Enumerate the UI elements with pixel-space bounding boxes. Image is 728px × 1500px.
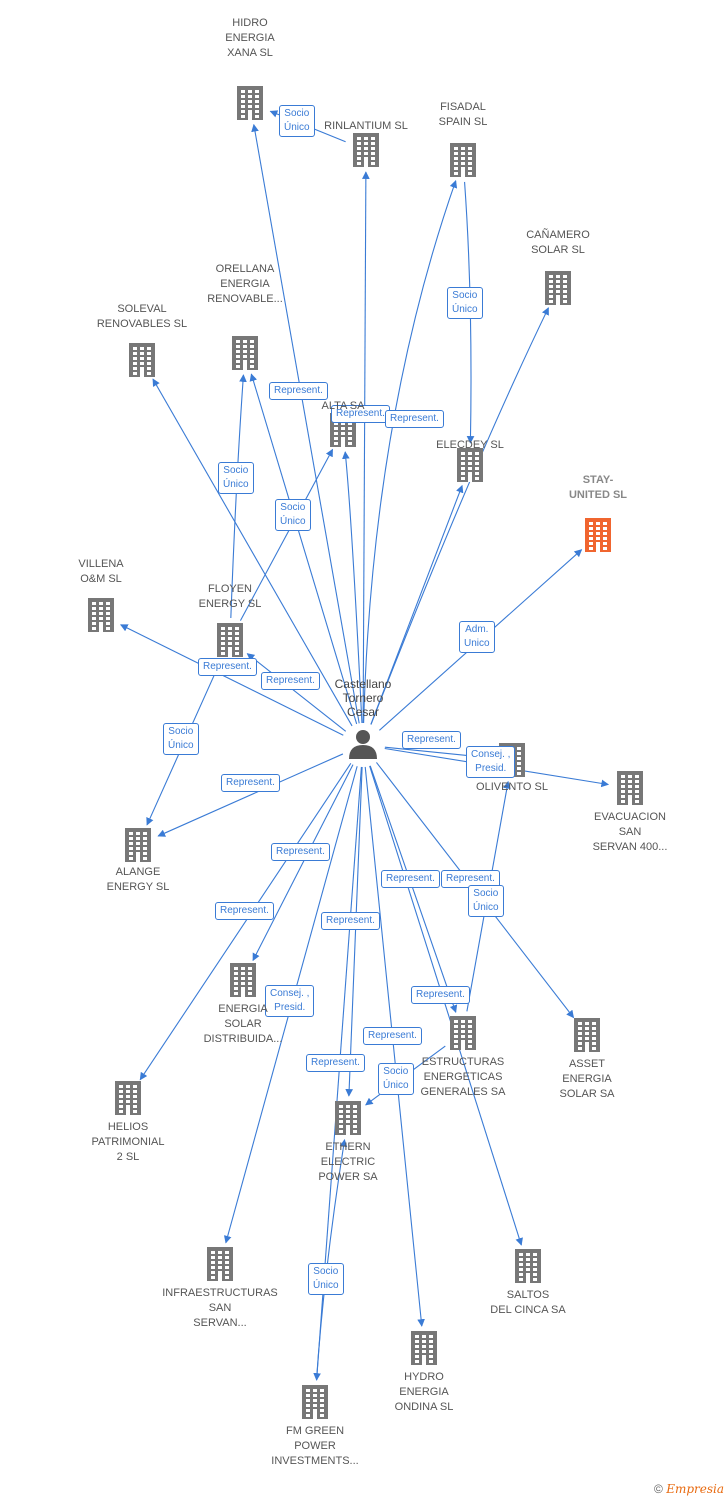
edge-castellano-to-saltos	[369, 765, 523, 1246]
company-label[interactable]: ALANGE ENERGY SL	[106, 866, 170, 893]
edge-castellano-to-fisadal	[363, 180, 458, 724]
company-label[interactable]: STAY- UNITED SL	[568, 474, 628, 501]
edge-castellano-to-alange	[157, 753, 344, 837]
company-label[interactable]: EVACUACION SAN SERVAN 400...	[592, 811, 668, 853]
copyright-icon: ©	[654, 1482, 663, 1496]
company-label[interactable]: CAÑAMERO SOLAR SL	[526, 229, 590, 256]
company-building-icon[interactable]	[232, 336, 258, 370]
edge-castellano-to-rinlantium	[362, 171, 370, 724]
company-building-icon[interactable]	[217, 623, 243, 657]
relation-tag[interactable]: Represent.	[385, 410, 444, 428]
company-label[interactable]: OLIVENTO SL	[476, 781, 548, 793]
company-label[interactable]: ESTRUCTURAS ENERGETICAS GENERALES SA	[420, 1056, 506, 1098]
relation-tag[interactable]: Socio Único	[279, 105, 315, 137]
nodes-layer	[88, 86, 643, 1419]
relation-tag[interactable]: Represent.	[271, 843, 330, 861]
edge-castellano-to-ethern	[345, 766, 363, 1097]
company-label[interactable]: FISADAL SPAIN SL	[438, 101, 488, 128]
company-label[interactable]: INFRAESTRUCTURAS SAN SERVAN...	[162, 1287, 278, 1329]
company-building-icon[interactable]	[457, 448, 483, 482]
edge-castellano-to-floyen	[246, 653, 347, 732]
edge-floyen-to-alta	[239, 448, 334, 621]
company-label[interactable]: SOLEVAL RENOVABLES SL	[96, 303, 188, 330]
relation-tag[interactable]: Socio Único	[378, 1063, 414, 1095]
company-building-icon[interactable]	[88, 598, 114, 632]
company-label[interactable]: ORELLANA ENERGIA RENOVABLE...	[207, 263, 283, 305]
company-building-icon[interactable]	[335, 1101, 361, 1135]
company-building-icon[interactable]	[617, 771, 643, 805]
company-label[interactable]: FLOYEN ENERGY SL	[198, 583, 262, 610]
relation-tag[interactable]: Represent.	[198, 658, 257, 676]
relation-tag[interactable]: Represent.	[269, 382, 328, 400]
footer: © Empresia	[654, 1482, 724, 1496]
company-label[interactable]: SALTOS DEL CINCA SA	[490, 1289, 566, 1316]
company-label[interactable]: ENERGIA SOLAR DISTRIBUIDA...	[203, 1003, 283, 1045]
edge-castellano-to-canamero	[370, 307, 549, 725]
relation-tag[interactable]: Represent.	[381, 870, 440, 888]
company-building-icon[interactable]	[450, 1016, 476, 1050]
company-label[interactable]: ETHERN ELECTRIC POWER SA	[318, 1141, 378, 1183]
edge-castellano-to-orellana	[249, 373, 358, 725]
relation-tag[interactable]: Represent.	[411, 986, 470, 1004]
company-label[interactable]: ASSET ENERGIA SOLAR SA	[559, 1058, 615, 1100]
relation-tag[interactable]: Consej. , Presid.	[265, 985, 315, 1017]
company-building-icon[interactable]	[450, 143, 476, 177]
edge-castellano-to-hidro_xana	[251, 123, 360, 724]
edge-castellano-to-energia_solar	[252, 764, 354, 962]
relation-tag[interactable]: Socio Único	[275, 499, 311, 531]
relation-tag[interactable]: Represent.	[215, 902, 274, 920]
person-icon[interactable]	[349, 730, 377, 759]
company-building-icon[interactable]	[585, 518, 611, 552]
relation-tag[interactable]: Represent.	[261, 672, 320, 690]
company-label[interactable]: ELECDEY SL	[436, 439, 504, 451]
company-building-icon[interactable]	[125, 828, 151, 862]
company-building-icon[interactable]	[353, 133, 379, 167]
relation-tag[interactable]: Represent.	[306, 1054, 365, 1072]
relation-tag[interactable]: Consej. , Presid.	[466, 746, 516, 778]
relation-tag[interactable]: Socio Único	[447, 287, 483, 319]
empresia-logo[interactable]: Empresia	[666, 1482, 724, 1496]
edge-castellano-to-villena	[120, 624, 344, 736]
edge-castellano-to-estructuras	[369, 765, 458, 1013]
company-label[interactable]: HYDRO ENERGIA ONDINA SL	[394, 1371, 454, 1413]
company-building-icon[interactable]	[515, 1249, 541, 1283]
relation-tag[interactable]: Socio Único	[468, 885, 504, 917]
company-building-icon[interactable]	[574, 1018, 600, 1052]
relation-tag[interactable]: Socio Único	[308, 1263, 344, 1295]
company-building-icon[interactable]	[230, 963, 256, 997]
company-building-icon[interactable]	[237, 86, 263, 120]
company-label[interactable]: ALTA SA	[321, 400, 365, 412]
person-label[interactable]: Castellano Tornero Cesar	[334, 677, 392, 719]
edge-castellano-to-hydro_ondina	[364, 766, 425, 1327]
relation-tag[interactable]: Represent.	[221, 774, 280, 792]
edge-castellano-to-alta	[342, 451, 363, 724]
edge-castellano-to-elecdey	[370, 484, 464, 725]
company-label[interactable]: RINLANTIUM SL	[324, 120, 408, 132]
company-label[interactable]: HIDRO ENERGIA XANA SL	[225, 17, 275, 59]
relation-tag[interactable]: Socio Único	[218, 462, 254, 494]
relation-tag[interactable]: Represent.	[363, 1027, 422, 1045]
company-building-icon[interactable]	[411, 1331, 437, 1365]
relation-tag[interactable]: Adm. Unico	[459, 621, 495, 653]
company-building-icon[interactable]	[207, 1247, 233, 1281]
relation-tag[interactable]: Socio Único	[163, 723, 199, 755]
company-building-icon[interactable]	[302, 1385, 328, 1419]
relation-tag[interactable]: Represent.	[402, 731, 461, 749]
company-building-icon[interactable]	[545, 271, 571, 305]
company-label[interactable]: VILLENA O&M SL	[78, 558, 124, 585]
company-label[interactable]: FM GREEN POWER INVESTMENTS...	[271, 1425, 359, 1467]
company-building-icon[interactable]	[129, 343, 155, 377]
edge-castellano-to-soleval	[152, 378, 353, 727]
company-label[interactable]: HELIOS PATRIMONIAL 2 SL	[91, 1121, 165, 1163]
relation-tag[interactable]: Represent.	[321, 912, 380, 930]
company-building-icon[interactable]	[115, 1081, 141, 1115]
edge-castellano-to-helios	[139, 763, 352, 1081]
